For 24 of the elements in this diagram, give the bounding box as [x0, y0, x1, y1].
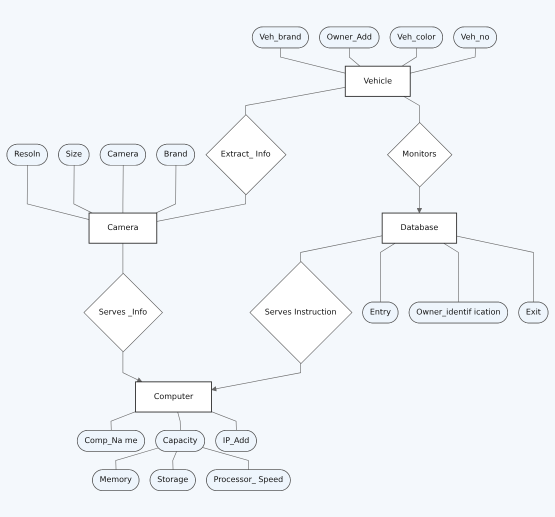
connector	[380, 242, 396, 302]
connector	[122, 164, 124, 214]
arrow	[122, 351, 142, 382]
connector	[300, 235, 382, 262]
connector	[456, 235, 534, 302]
connector	[172, 451, 177, 470]
connector	[110, 411, 136, 431]
connector	[115, 447, 159, 470]
connector	[211, 411, 237, 431]
connector	[280, 48, 346, 74]
connector	[349, 48, 360, 66]
connector	[177, 411, 181, 431]
arrow	[416, 186, 422, 213]
connector	[410, 48, 476, 74]
connector	[122, 242, 124, 274]
connector	[402, 48, 417, 66]
connector	[74, 164, 93, 214]
connector	[443, 242, 460, 302]
connector	[155, 164, 176, 214]
connector	[202, 446, 250, 470]
connector	[26, 164, 90, 220]
arrow	[211, 362, 301, 392]
connector	[156, 194, 246, 222]
connector	[245, 86, 346, 115]
